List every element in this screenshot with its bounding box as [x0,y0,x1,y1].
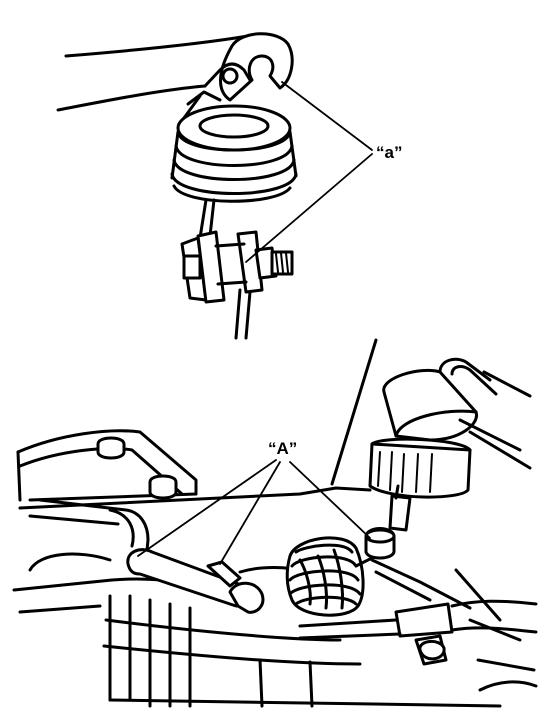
body-bracket [16,429,198,562]
callout-label-a: “a” [376,143,402,162]
canister-assembly [368,357,532,532]
horizontal-panel-line [18,486,372,510]
lower-bolt [364,527,472,610]
callout-A-leaders [137,459,371,565]
callout-label-A: “A” [268,439,297,458]
callout-a-leaders [245,81,373,263]
upper-detail: “a” [56,32,402,340]
lower-frame [12,552,502,708]
frame-edge-line [330,338,378,486]
lower-coil-spring [285,536,390,617]
lower-rod-and-bolt [180,198,294,340]
lever-arm [56,32,294,112]
lower-lever [126,548,302,614]
upper-coil-spring [170,94,298,203]
lower-detail: “A” [12,338,538,708]
pipe-clamp [298,568,538,692]
